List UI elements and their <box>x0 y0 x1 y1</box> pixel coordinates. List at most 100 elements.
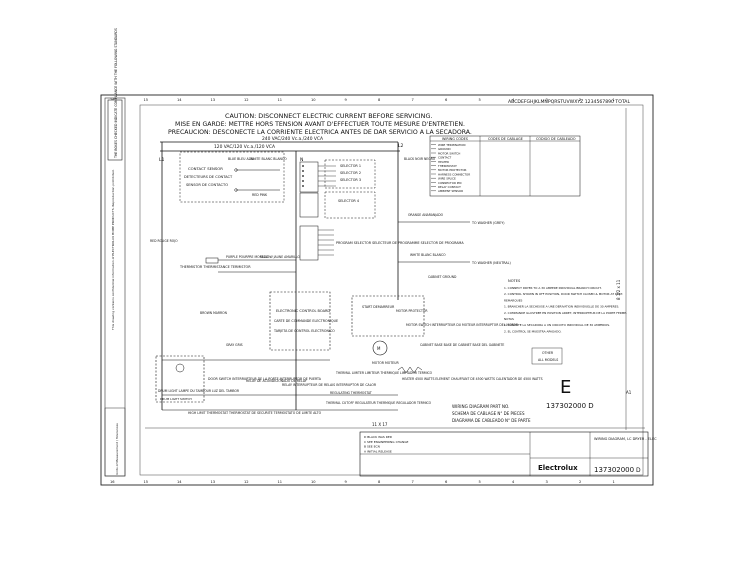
drum-light-switch: DRUM LIGHT SWITCH <box>160 397 192 401</box>
ecb-es: TARJETA DE CONTROL ELECTRONICO <box>273 329 335 333</box>
wiring-code-row: WIRE TERMINATION <box>438 143 465 147</box>
grid-number-bottom: 13 <box>211 480 216 484</box>
motor-switch-label: MOTOR SWITCH INTERRUPTEUR DU MOTEUR INTE… <box>406 323 519 327</box>
grid-number-bottom: 12 <box>244 480 249 484</box>
supply-120-label: 120 VAC/120 Vc.a./120 VCA <box>214 144 275 150</box>
cabinet-ground: CABINET GROUND <box>428 275 457 279</box>
part-caption-en: WIRING DIAGRAM PART NO. <box>452 404 509 409</box>
grid-number-bottom: 16 <box>110 480 115 484</box>
sheet-inner-border <box>139 104 644 476</box>
grid-number-top: 6 <box>445 98 448 102</box>
connector-j1 <box>299 161 319 193</box>
selector-4: SELECTOR 4 <box>338 199 359 203</box>
connector-j3 <box>299 225 319 261</box>
note-line: 2. COMMANDE ILLUSTREE EN POSITION ARRET,… <box>504 311 627 315</box>
wire-color-white-blue: WHITE BLANC BLANCO <box>250 157 287 161</box>
change-row: D BLACK WAS RED <box>364 435 393 439</box>
thermistor-symbol <box>205 257 219 264</box>
grid-number-top: 2 <box>579 98 581 102</box>
caution-french: MISE EN GARDE: METTRE HORS TENSION AVANT… <box>175 121 465 128</box>
grid-number-top: 8 <box>378 98 381 102</box>
to-washer-neutral: TO WASHER (NEUTRAL) <box>471 261 511 265</box>
heater-label: HEATER 4500 WATTS ELEMENT CHAUFFANT DE 4… <box>402 377 543 381</box>
wiring-code-row: CONTACT <box>438 156 452 160</box>
wiring-code-row: WIRE SPLICE <box>438 177 456 181</box>
to-washer: TO WASHER (GREY) <box>471 221 505 225</box>
neutral-terminal: N <box>300 157 303 163</box>
l2-terminal: L2 <box>398 143 404 149</box>
change-row: B SEE ECN <box>364 445 380 449</box>
part-caption-fr: SCHEMA DE CABLAGE N° DE PIECES <box>452 411 525 416</box>
grid-number-top: 5 <box>479 98 481 102</box>
relay-2: RELAY INTERRUPTEUR DE RELAIS INTERRUPTOR… <box>282 383 377 387</box>
regulating-thermostat: REGULATING THERMOSTAT <box>330 391 372 395</box>
notes-block: NOTES <box>508 279 521 283</box>
wiring-code-row: MOTOR PROTECTOR <box>438 168 467 172</box>
wiring-code-row: GROUND <box>438 147 451 151</box>
drum-light: DRUM LIGHT LAMPE DU TAMBOUR LUZ DEL TAMB… <box>158 389 240 393</box>
wiring-code-row: HEATER <box>438 160 449 164</box>
j1-pin <box>302 175 304 177</box>
wiring-codes-col2-title: CODES DE CABLAGE <box>488 137 523 141</box>
grid-number-top: 3 <box>546 98 548 102</box>
wiring-codes-table <box>429 135 581 197</box>
motor-symbol-label: M <box>377 346 381 351</box>
grid-number-bottom: 3 <box>546 480 548 484</box>
note-line: 2. EL CONTROL SE MUESTRA APAGADO. <box>504 329 562 333</box>
left-stamp-box <box>107 99 123 161</box>
thermistor-label: THERMISTOR THERMISTANCE TERMISTOR <box>179 265 251 269</box>
note-line: 1. BRANCHER LA SECHEUSE A UNE DERIVATION… <box>504 305 619 309</box>
selector-box <box>324 159 376 189</box>
part-number-large: 137302000 D <box>546 402 594 410</box>
lower-left-strip <box>104 407 126 477</box>
heater-element <box>397 366 423 374</box>
grid-number-bottom: 6 <box>445 480 448 484</box>
note-line: 1. CONNECT DRYER TO A 30 AMPERE INDIVIDU… <box>504 286 602 290</box>
grid-number-bottom: 9 <box>345 480 348 484</box>
wiring-code-row: HARNESS CONNECTOR <box>438 172 470 176</box>
wire-color-gray: GRAY GRIS <box>226 343 243 347</box>
j1-pin <box>302 185 304 187</box>
note-line: 2. CONTROL SHOWN IN OFF POSITION, DOOR S… <box>504 292 623 296</box>
company-logo: Electrolux <box>538 464 578 472</box>
small-legend-box <box>531 347 563 365</box>
note-line: NOTAS <box>504 317 514 321</box>
thermal-limiter: THERMAL LIMITER LIMITEUR THERMIQUE LIMIT… <box>335 371 433 375</box>
wiring-codes-title: WIRING CODES <box>442 137 468 141</box>
grid-number-bottom: 10 <box>311 480 316 484</box>
grid-number-top: 13 <box>211 98 216 102</box>
small-legend-2: ALL MODELS <box>538 358 558 362</box>
grid-number-top: 1 <box>613 98 615 102</box>
selector-box-2 <box>324 191 376 219</box>
high-limit: HIGH LIMIT THERMOSTAT THERMOSTAT DE SECU… <box>188 411 322 415</box>
door-switch-box <box>155 355 205 403</box>
grid-number-top: 15 <box>144 98 149 102</box>
wire-color-white: WHITE BLANC BLANCO <box>410 253 446 257</box>
horizontal-dimension: 11 X 17 <box>372 422 388 427</box>
wire-color-yellow: YELLOW JAUNE AMARILLO <box>260 255 300 259</box>
drum-light-bulb <box>175 363 185 373</box>
grid-number-bottom: 5 <box>479 480 481 484</box>
grid-number-top: 14 <box>177 98 182 102</box>
grid-number-bottom: 4 <box>512 480 515 484</box>
wire-color-brown: BROWN MARRON <box>200 311 228 315</box>
motor-protector: MOTOR PROTECTOR <box>396 309 428 313</box>
wiring-code-row: RELAY CONTACT <box>438 185 461 189</box>
j1-pin <box>302 165 304 167</box>
left-rotated-note: This drawing contains confidential infor… <box>111 169 115 331</box>
bottom-rotated-note: Units of Measurement / Tolerances <box>115 423 119 475</box>
left-side-note: THE BOXES CHECKED INDICATE COMPLIANCE WI… <box>114 28 118 159</box>
grid-number-bottom: 15 <box>144 480 149 484</box>
grid-number-top: 7 <box>412 98 414 102</box>
selector-3: SELECTOR 3 <box>340 178 361 182</box>
door-switch: DOOR SWITCH INTERRUPTEUR DE LA PORTE INT… <box>208 377 322 381</box>
cabinet-base: CABINET BASE BASE DE CABINET BASE DEL GA… <box>420 343 504 347</box>
vertical-dimension: 8 1/2 x 11 <box>616 279 621 300</box>
e-mark: E <box>560 377 571 398</box>
connector-j1-pins <box>302 165 336 187</box>
drawing-number: 137302000 <box>594 466 634 474</box>
caution-spanish: PRECAUCION: DESCONECTE LA CORRIENTE ELEC… <box>168 129 472 136</box>
sheet-label: A1 <box>626 390 632 395</box>
